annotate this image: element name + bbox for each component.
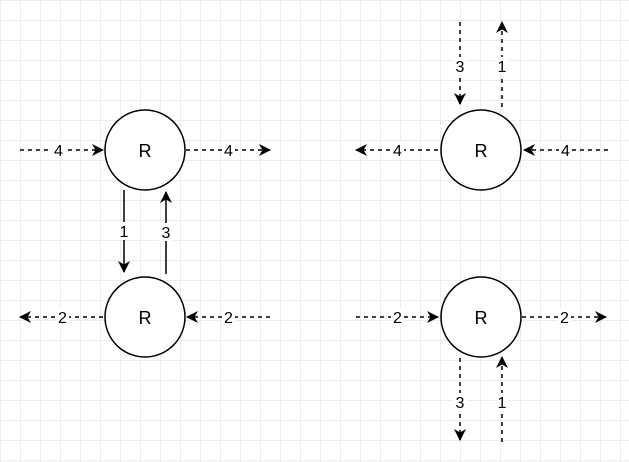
router-node-top-right: R [440, 109, 522, 191]
edge-label: 2 [560, 310, 569, 327]
edge-tr-out-4: 4 [355, 141, 438, 160]
edge-tr-out-1: 1 [495, 21, 509, 107]
edge-label: 4 [224, 143, 233, 160]
node-label: R [139, 141, 152, 161]
router-node-bottom-left: R [104, 276, 186, 358]
edge-label: 4 [561, 143, 570, 160]
edge-label: 2 [58, 310, 67, 327]
edge-tr-in-4: 4 [523, 141, 608, 160]
edge-label: 2 [393, 310, 402, 327]
edge-br-in-2: 2 [356, 308, 439, 327]
edge-label: 1 [120, 224, 129, 241]
edge-label: 3 [162, 225, 171, 242]
edge-tl-out-4: 4 [186, 141, 271, 160]
edge-br-out-3: 3 [453, 358, 467, 441]
edge-tr-in-3: 3 [453, 22, 467, 105]
edge-bl-out-2: 2 [19, 308, 103, 327]
edge-label: 1 [498, 59, 507, 76]
edge-bl-to-tl-3: 3 [159, 191, 173, 274]
node-label: R [139, 308, 152, 328]
edge-label: 4 [393, 143, 402, 160]
node-label: R [475, 308, 488, 328]
edge-br-in-1: 1 [495, 356, 509, 442]
edge-br-out-2: 2 [522, 308, 607, 327]
router-node-bottom-right: R [440, 276, 522, 358]
edge-tl-to-bl-1: 1 [117, 190, 131, 273]
edge-tl-in-4: 4 [20, 141, 104, 160]
node-label: R [475, 141, 488, 161]
edge-label: 1 [498, 395, 507, 412]
edge-label: 3 [456, 395, 465, 412]
edge-bl-in-2: 2 [186, 308, 270, 327]
edge-label: 4 [54, 143, 63, 160]
edge-label: 3 [456, 59, 465, 76]
router-node-top-left: R [104, 109, 186, 191]
edge-label: 2 [224, 310, 233, 327]
